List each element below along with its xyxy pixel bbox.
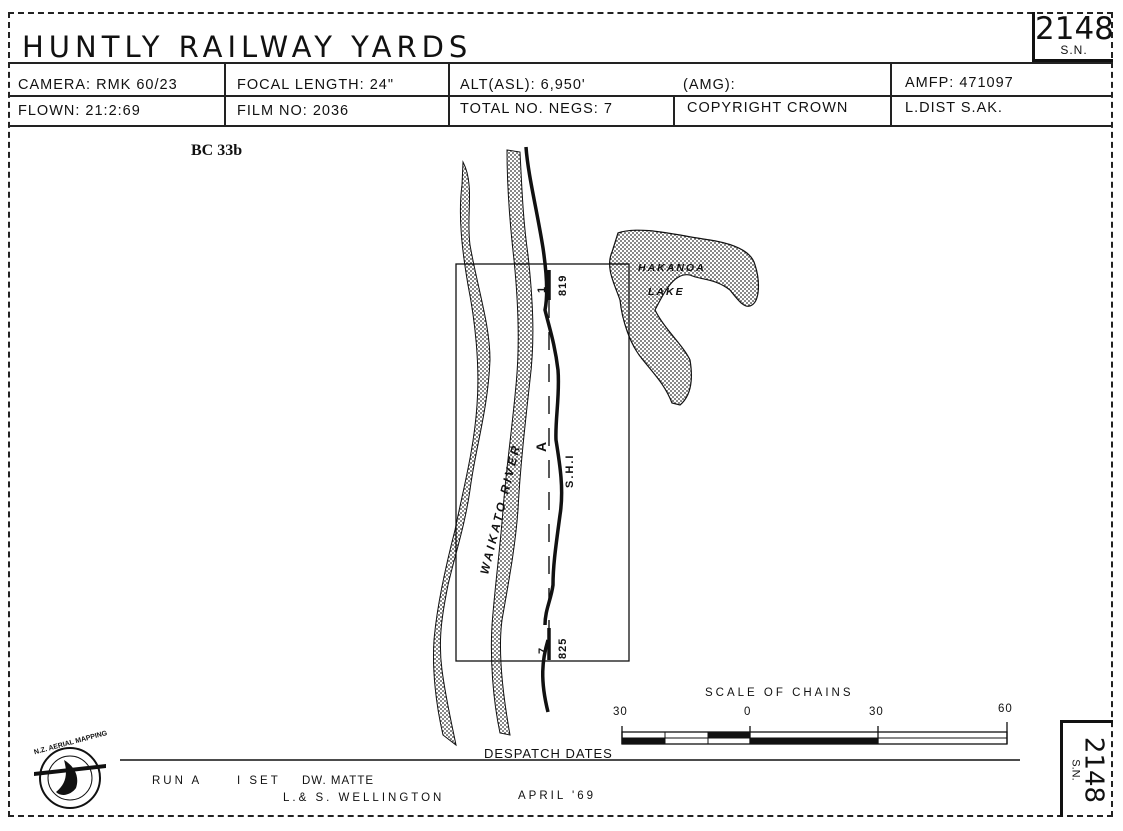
grid-line bbox=[8, 125, 1113, 127]
land-district-field: L.DIST S.AK. bbox=[905, 100, 1003, 116]
run-coverage-rectangle bbox=[455, 263, 630, 662]
run-label: A bbox=[533, 442, 549, 452]
scale-tick-60: 60 bbox=[998, 703, 1013, 715]
amfp-field: AMFP: 471097 bbox=[905, 75, 1014, 91]
grid-line bbox=[448, 63, 450, 125]
scale-tick-30-left: 30 bbox=[613, 706, 628, 718]
office-field: L.& S. WELLINGTON bbox=[283, 792, 445, 804]
copyright-field: COPYRIGHT CROWN bbox=[687, 100, 849, 116]
despatch-dates-title: DESPATCH DATES bbox=[484, 746, 613, 761]
lake-label-line1: HAKANOA bbox=[638, 262, 706, 274]
scale-tick-30: 30 bbox=[869, 706, 884, 718]
hakanoa-lake bbox=[608, 229, 759, 406]
highway-label: S.H.I bbox=[564, 454, 576, 488]
river-bank-east bbox=[490, 149, 534, 736]
last-neg-id: 825 bbox=[557, 638, 569, 659]
sheet-number-bottom: 2148 bbox=[1078, 736, 1109, 804]
camera-field: CAMERA: RMK 60/23 bbox=[18, 77, 178, 93]
flown-date-field: FLOWN: 21:2:69 bbox=[18, 103, 141, 119]
total-negs-field: TOTAL NO. NEGS: 7 bbox=[460, 101, 613, 117]
sheet-number-label: S.N. bbox=[1060, 43, 1088, 57]
grid-line bbox=[673, 95, 675, 125]
highway-line bbox=[524, 146, 564, 626]
amg-field: (AMG): bbox=[683, 77, 736, 93]
aerial-mapping-logo: N.Z. AERIAL MAPPING bbox=[33, 730, 109, 809]
scale-bar bbox=[621, 722, 1008, 745]
scale-tick-0: 0 bbox=[744, 706, 752, 718]
focal-length-field: FOCAL LENGTH: 24" bbox=[237, 77, 394, 93]
river-bank-west bbox=[432, 160, 491, 747]
sheet-title: HUNTLY RAILWAY YARDS bbox=[22, 30, 473, 64]
set-field: I SET bbox=[237, 775, 281, 787]
first-neg-id: 819 bbox=[557, 275, 569, 296]
lake-label-line2: LAKE bbox=[648, 286, 685, 298]
highway-line-south bbox=[540, 639, 550, 713]
run-field: RUN A bbox=[152, 775, 203, 787]
grid-line bbox=[8, 62, 1113, 64]
operator-field: DW. MATTE bbox=[302, 775, 375, 787]
film-number-field: FILM NO: 2036 bbox=[237, 103, 350, 119]
sheet-number-box-bottom: 2148 S.N. bbox=[1060, 720, 1113, 817]
last-neg-number: 7 bbox=[537, 648, 549, 654]
grid-line bbox=[8, 95, 1113, 97]
grid-line bbox=[890, 63, 892, 125]
grid-line bbox=[224, 63, 226, 125]
map-reference: BC 33b bbox=[191, 142, 243, 159]
sheet-border bbox=[8, 12, 1113, 817]
despatch-date-field: APRIL '69 bbox=[518, 790, 596, 802]
sheet-number: 2148 bbox=[1035, 11, 1114, 47]
sheet-number-box: 2148 S.N. bbox=[1032, 11, 1114, 62]
scale-title: SCALE OF CHAINS bbox=[705, 687, 854, 699]
first-neg-number: 1 bbox=[536, 287, 548, 293]
altitude-field: ALT(ASL): 6,950' bbox=[460, 77, 586, 93]
